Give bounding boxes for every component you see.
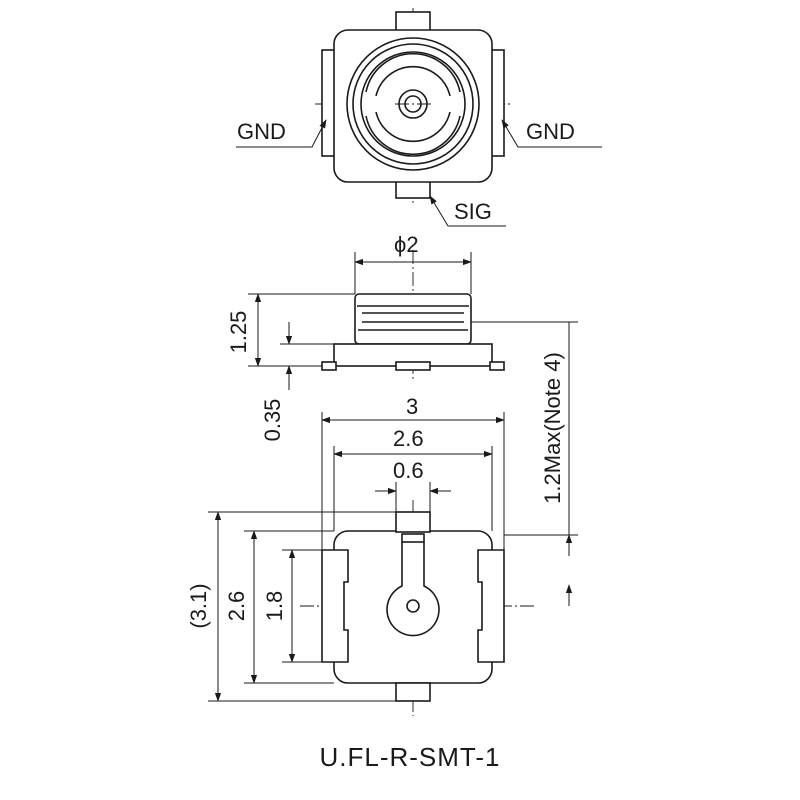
width-overall-label: 3 [406, 394, 418, 419]
diameter-label: ϕ2 [394, 232, 419, 257]
pad-length-label: 1.8 [262, 591, 287, 622]
gnd-left-label: GND [237, 119, 286, 144]
max-height-label: 1.2Max(Note 4) [540, 352, 565, 504]
side-view: ϕ2 1.25 0.35 1.2Max(Note 4) [226, 232, 578, 606]
top-view: GND GND SIG [236, 8, 602, 227]
length-body-label: 2.6 [224, 591, 249, 622]
pin-width-label: 0.6 [393, 458, 424, 483]
height-body-label: 1.25 [226, 311, 251, 354]
bottom-view: 3 2.6 0.6 (3.1) 2.6 1.8 [186, 394, 535, 716]
length-overall-label: (3.1) [186, 583, 211, 628]
gnd-right-label: GND [526, 119, 575, 144]
sig-label: SIG [454, 199, 492, 224]
part-number-title: U.FL-R-SMT-1 [320, 742, 501, 772]
width-body-label: 2.6 [393, 426, 424, 451]
height-base-label: 0.35 [260, 399, 285, 442]
